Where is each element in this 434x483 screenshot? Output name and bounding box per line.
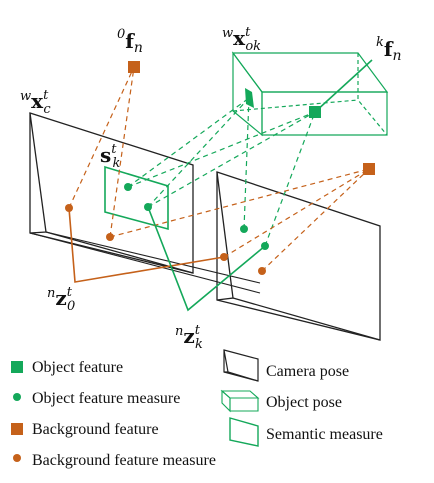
legend-background-feature-icon [11,423,23,435]
object-feature-arrow [314,59,373,113]
legend-object-feature-measure-icon [13,393,21,401]
legend-object-feature-measure-label: Object feature measure [32,390,180,407]
object-measure-factor [147,206,266,312]
background-feature-label: 0fn [117,27,143,56]
legend-object-pose-label: Object pose [266,394,342,411]
legend-background-feature-measure-label: Background feature measure [32,452,216,469]
object-pose-orientation-arrow [245,88,254,108]
background-feature-square [363,163,375,175]
legend: Object feature Object feature measure Ba… [11,349,383,469]
legend-semantic-measure-icon [229,417,259,447]
camera-frustum-right [216,171,381,341]
legend-object-feature-label: Object feature [32,359,123,376]
legend-camera-pose-label: Camera pose [266,363,349,380]
legend-camera-pose-icon [223,349,259,382]
semantic-measure-box [104,165,169,231]
object-projection-rays [127,97,316,247]
object-feature-measure-dots [124,183,269,250]
legend-object-pose-icon [220,389,260,413]
legend-object-feature-icon [11,361,23,373]
object-feature-label: kfn [376,35,402,64]
background-measure-factor [68,207,225,283]
legend-background-feature-measure-icon [13,454,21,462]
object-pose-box [231,51,389,137]
legend-semantic-measure-label: Semantic measure [266,426,383,443]
legend-background-feature-label: Background feature [32,421,159,438]
object-feature-square [309,106,321,118]
background-feature-measure-dots [65,204,266,275]
background-feature-square [128,61,140,73]
background-projection-rays [68,66,370,272]
